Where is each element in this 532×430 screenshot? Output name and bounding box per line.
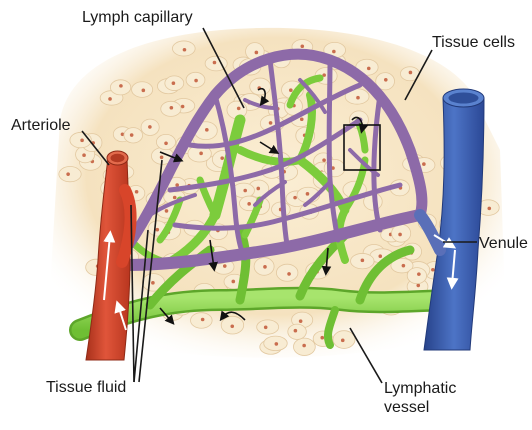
cell-nucleus — [223, 264, 227, 268]
tissue-cell — [276, 264, 297, 281]
label-tissue-fluid: Tissue fluid — [46, 378, 126, 397]
cell-nucleus — [487, 207, 491, 211]
cell-nucleus — [300, 117, 304, 121]
cell-nucleus — [356, 96, 360, 100]
cell-nucleus — [402, 264, 406, 268]
cell-nucleus — [289, 88, 293, 92]
cell-nucleus — [269, 121, 273, 125]
label-lymphatic-vessel: Lymphatic vessel — [384, 379, 456, 417]
cell-nucleus — [66, 172, 70, 176]
cell-nucleus — [213, 61, 217, 65]
cell-nucleus — [151, 281, 155, 285]
cell-nucleus — [130, 133, 134, 137]
tissue-cell — [288, 324, 307, 339]
cell-nucleus — [205, 128, 209, 132]
cell-nucleus — [142, 89, 146, 93]
cell-nucleus — [256, 187, 260, 191]
cell-nucleus — [409, 71, 413, 75]
cell-nucleus — [300, 44, 304, 48]
label-tissue-cells: Tissue cells — [432, 33, 515, 52]
cell-nucleus — [264, 325, 268, 329]
tissue-cell — [59, 167, 81, 182]
cell-nucleus — [422, 162, 426, 166]
label-venule: Venule — [479, 234, 528, 253]
cell-nucleus — [255, 51, 259, 55]
cell-nucleus — [181, 105, 185, 109]
cell-nucleus — [170, 106, 174, 110]
cell-nucleus — [287, 272, 291, 276]
cell-nucleus — [148, 125, 152, 129]
label-lymphatic-vessel-line2: vessel — [384, 398, 456, 417]
label-arteriole: Arteriole — [11, 116, 71, 135]
cell-nucleus — [384, 78, 388, 82]
cell-nucleus — [320, 336, 324, 340]
cell-nucleus — [243, 189, 247, 193]
cell-nucleus — [332, 50, 336, 54]
cell-nucleus — [82, 153, 86, 157]
cell-nucleus — [416, 284, 420, 288]
cell-nucleus — [199, 152, 203, 156]
cell-nucleus — [108, 97, 112, 101]
cell-nucleus — [417, 272, 421, 276]
cell-nucleus — [247, 202, 251, 206]
cell-nucleus — [306, 192, 310, 196]
cell-nucleus — [194, 79, 198, 83]
cell-nucleus — [341, 339, 345, 343]
cell-nucleus — [322, 158, 326, 162]
cell-nucleus — [237, 107, 241, 111]
cell-nucleus — [361, 259, 365, 263]
label-lymphatic-vessel-line1: Lymphatic — [384, 379, 456, 398]
cell-nucleus — [164, 141, 168, 145]
cell-nucleus — [293, 196, 297, 200]
cell-nucleus — [231, 280, 235, 284]
cell-nucleus — [119, 84, 123, 88]
cell-nucleus — [302, 344, 306, 348]
cell-nucleus — [367, 67, 371, 71]
cell-nucleus — [183, 48, 187, 52]
cell-nucleus — [398, 233, 402, 237]
cell-nucleus — [201, 318, 205, 322]
cell-nucleus — [299, 319, 303, 323]
label-lymph-capillary: Lymph capillary — [82, 8, 193, 27]
cell-nucleus — [172, 81, 176, 85]
cell-nucleus — [173, 196, 177, 200]
cell-nucleus — [431, 268, 435, 272]
cell-nucleus — [165, 209, 169, 213]
tissue-cell — [257, 320, 279, 334]
cell-nucleus — [263, 265, 267, 269]
tissue-cell — [407, 268, 426, 284]
cell-nucleus — [230, 324, 234, 328]
cell-nucleus — [378, 254, 382, 258]
cell-nucleus — [135, 190, 139, 194]
cell-nucleus — [294, 329, 298, 333]
cell-nucleus — [175, 183, 179, 187]
cell-nucleus — [160, 156, 164, 160]
cell-nucleus — [220, 156, 224, 160]
cell-nucleus — [80, 139, 84, 143]
cell-nucleus — [156, 228, 160, 232]
cell-nucleus — [275, 342, 279, 346]
